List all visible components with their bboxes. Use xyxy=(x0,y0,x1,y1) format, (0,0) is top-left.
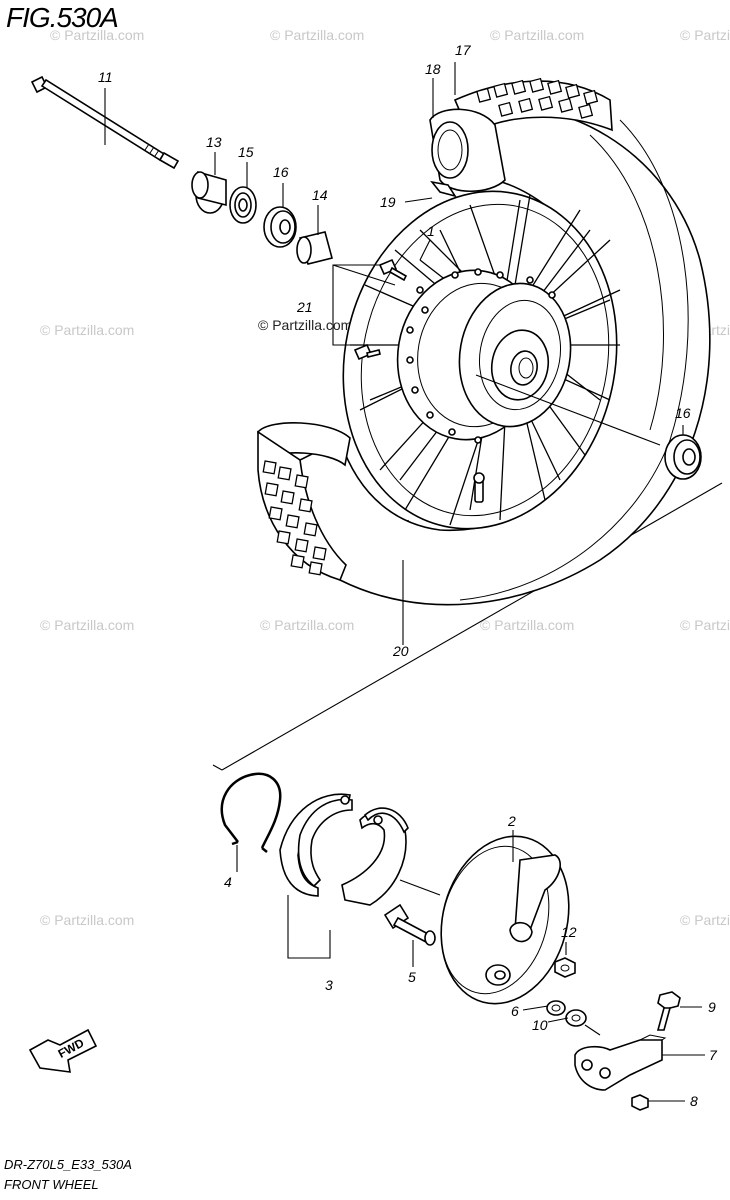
part-6-washer xyxy=(546,1000,566,1016)
watermark: © Partzilla.com xyxy=(40,912,134,928)
part-21-screws xyxy=(353,258,408,361)
callout-4: 4 xyxy=(224,874,232,890)
part-12-nut xyxy=(554,957,576,978)
fig-title: FIG.530A xyxy=(6,2,119,33)
fwd-badge: FWD xyxy=(28,1028,98,1073)
callout-20: 20 xyxy=(392,643,409,659)
diagram-caption: FRONT WHEEL xyxy=(4,1177,99,1192)
callout-9: 9 xyxy=(708,999,716,1015)
callout-5: 5 xyxy=(408,969,416,985)
part-13-spacer xyxy=(191,170,227,214)
callout-7: 7 xyxy=(709,1047,718,1063)
callout-6: 6 xyxy=(511,1003,519,1019)
callout-2: 2 xyxy=(507,813,516,829)
watermark: © Partzilla.com xyxy=(40,322,134,338)
part-16-bearing-left xyxy=(263,206,297,248)
valve-stem xyxy=(473,472,485,503)
tire-cutaway-upper xyxy=(429,77,613,198)
part-2-brake-panel xyxy=(440,835,570,1005)
tire-cutaway-lower xyxy=(257,422,351,581)
part-16-bearing-right xyxy=(664,434,702,480)
callout-12: 12 xyxy=(561,924,577,940)
callout-21: 21 xyxy=(296,299,313,315)
callout-16b: 16 xyxy=(675,405,691,421)
callout-13: 13 xyxy=(206,134,222,150)
watermark: © Partzilla.com xyxy=(40,617,134,633)
watermark: © Partzilla.com xyxy=(270,27,364,43)
callouts: 11 13 15 16 14 1 17 18 19 21 20 16 2 3 4… xyxy=(98,42,718,1109)
callout-16a: 16 xyxy=(273,164,289,180)
callout-11: 11 xyxy=(98,69,113,85)
part-15-seal xyxy=(229,186,257,224)
watermark: © Partzilla.com xyxy=(480,617,574,633)
watermark: © Partzilla.com xyxy=(680,27,730,43)
watermark: © Partzilla.com xyxy=(680,912,730,928)
part-11-axle xyxy=(30,75,180,170)
part-9-bolt xyxy=(656,991,681,1031)
callout-17: 17 xyxy=(455,42,472,58)
watermark: © Partzilla.com xyxy=(50,27,144,43)
part-4-spring xyxy=(220,772,282,853)
watermark-main: © Partzilla.com xyxy=(258,317,352,333)
callout-14: 14 xyxy=(312,187,328,203)
watermark: © Partzilla.com xyxy=(680,617,730,633)
callout-10: 10 xyxy=(532,1017,548,1033)
callout-8: 8 xyxy=(690,1093,698,1109)
callout-15: 15 xyxy=(238,144,254,160)
part-3-brake-shoes xyxy=(279,793,409,906)
part-14-spacer xyxy=(296,231,333,265)
diagram-code: DR-Z70L5_E33_530A xyxy=(4,1157,132,1172)
watermark: © Partzilla.com xyxy=(260,617,354,633)
callout-3: 3 xyxy=(325,977,333,993)
callout-18: 18 xyxy=(425,61,441,77)
callout-1: 1 xyxy=(427,223,435,239)
part-10-washer xyxy=(565,1009,587,1027)
part-7-bracket xyxy=(574,1034,667,1091)
watermark: © Partzilla.com xyxy=(490,27,584,43)
part-5-brake-cam xyxy=(383,903,436,946)
part-8-nut xyxy=(631,1094,649,1111)
callout-19: 19 xyxy=(380,194,396,210)
leader-lines xyxy=(104,62,705,1102)
hub xyxy=(396,268,572,444)
